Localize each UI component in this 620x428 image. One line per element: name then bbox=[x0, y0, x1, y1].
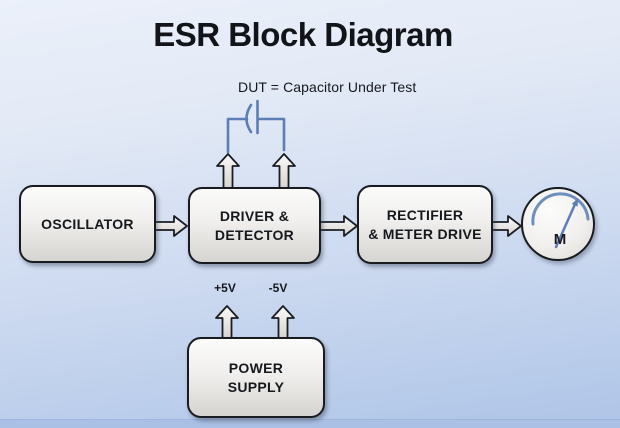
block-driver-detector-line1: DRIVER & bbox=[219, 207, 290, 224]
meter-needle-tip bbox=[571, 198, 578, 207]
block-driver-detector-line2: DETECTOR bbox=[214, 226, 295, 243]
meter-face bbox=[531, 192, 590, 249]
analog-meter-icon: M bbox=[521, 187, 595, 261]
block-driver-detector: DRIVER & DETECTOR bbox=[188, 187, 321, 264]
meter-scale-arc bbox=[531, 192, 590, 226]
positive-rail-label: +5V bbox=[214, 281, 236, 295]
block-power-supply-line1: POWER bbox=[228, 359, 284, 376]
block-rectifier-meter-drive: RECTIFIER & METER DRIVE bbox=[357, 185, 493, 264]
dut-right-arrow-icon bbox=[272, 153, 296, 189]
dut-left-arrow-icon bbox=[216, 153, 240, 189]
block-oscillator: OSCILLATOR bbox=[19, 185, 156, 263]
power-positive-arrow-icon bbox=[215, 305, 239, 339]
dut-caption: DUT = Capacitor Under Test bbox=[238, 79, 417, 95]
negative-rail-label: -5V bbox=[268, 281, 288, 295]
meter-label: M bbox=[553, 231, 567, 248]
oscillator-to-driver-arrow-icon bbox=[150, 215, 188, 237]
power-negative-arrow-icon bbox=[271, 305, 295, 339]
block-power-supply: POWER SUPPLY bbox=[187, 337, 325, 418]
page-title: ESR Block Diagram bbox=[153, 16, 453, 53]
driver-to-rectifier-arrow-icon bbox=[316, 215, 358, 237]
rectifier-to-meter-arrow-icon bbox=[488, 215, 522, 237]
block-power-supply-line2: SUPPLY bbox=[227, 378, 285, 395]
meter-needle bbox=[554, 200, 578, 249]
bottom-accent-band bbox=[0, 419, 620, 428]
block-rectifier-line2: & METER DRIVE bbox=[368, 225, 482, 242]
capacitor-icon bbox=[226, 99, 286, 154]
block-rectifier-line1: RECTIFIER bbox=[386, 206, 464, 223]
block-oscillator-label: OSCILLATOR bbox=[41, 215, 134, 232]
